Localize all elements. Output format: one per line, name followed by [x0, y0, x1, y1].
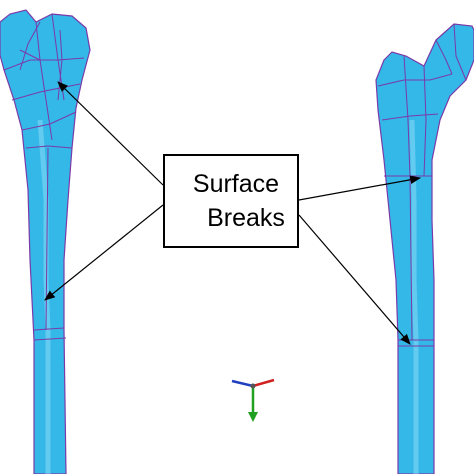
axis-x-line	[252, 378, 275, 388]
callout-line-1: Surface	[192, 170, 280, 198]
callout-arrows	[44, 81, 422, 345]
right-femur	[375, 23, 474, 474]
axis-origin	[250, 383, 256, 389]
arrow-right-lower	[298, 214, 411, 345]
arrow-right-upper	[298, 175, 422, 201]
surface-breaks-callout: Surface Breaks	[163, 154, 299, 248]
left-femur-patch-lines	[3, 13, 85, 341]
callout-line-2: Breaks	[207, 204, 285, 232]
axis-z-line	[231, 379, 254, 388]
left-femur	[0, 9, 91, 474]
right-femur-highlight	[409, 119, 419, 474]
arrow-left-upper	[57, 81, 164, 186]
left-femur-highlight	[37, 119, 51, 474]
coordinate-axes-icon	[231, 378, 275, 422]
arrow-left-lower	[44, 204, 164, 301]
axis-y-arrowhead	[248, 412, 258, 422]
